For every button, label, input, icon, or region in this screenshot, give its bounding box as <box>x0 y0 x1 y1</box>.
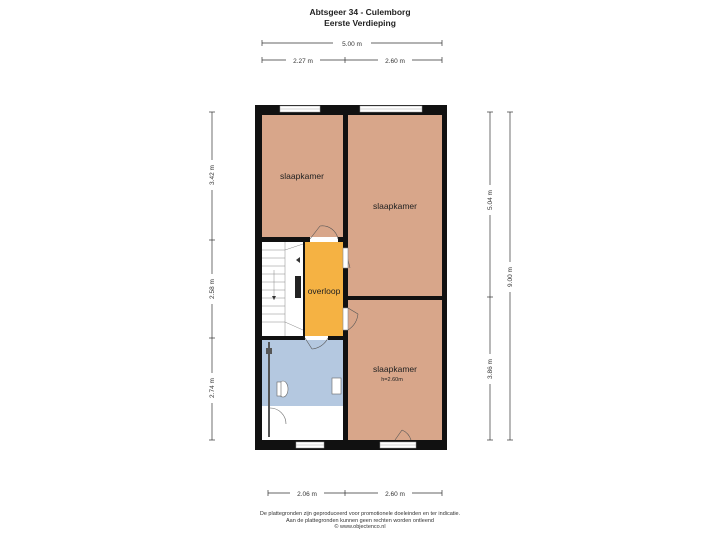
room-landing <box>305 242 343 336</box>
room-bedroom-3 <box>348 300 442 440</box>
bathroom-fixtures <box>269 377 342 425</box>
room-bedroom-1 <box>262 115 343 237</box>
label-bedroom-1: slaapkamer <box>280 171 324 181</box>
doors <box>304 225 412 441</box>
label-bedroom-2: slaapkamer <box>373 201 417 211</box>
room-bedroom-2 <box>348 115 442 296</box>
plan-address-title: Abtsgeer 34 - Culemborg <box>309 7 411 17</box>
dim-bottom-left: 2.06 m <box>297 491 317 498</box>
dim-left-top: 3.42 m <box>209 165 216 185</box>
landing-arrow <box>296 257 300 263</box>
stair-handrail <box>295 276 301 298</box>
dim-top-right: 2.60 m <box>385 58 405 65</box>
dim-right-bottom: 3.86 m <box>487 359 494 379</box>
dim-right-top: 5.04 m <box>487 190 494 210</box>
shower-screen <box>269 407 287 425</box>
label-bedroom-3: slaapkamer <box>373 364 417 374</box>
dim-top-total: 5.00 m <box>342 41 362 48</box>
dim-right-total: 9.00 m <box>507 267 514 287</box>
label-bedroom-3-height: h=2.60m <box>381 377 403 383</box>
dim-top-left: 2.27 m <box>293 58 313 65</box>
label-landing: overloop <box>308 286 341 296</box>
staircase <box>262 242 304 336</box>
room-bathroom <box>262 340 343 406</box>
plan-floor-title: Eerste Verdieping <box>324 18 396 28</box>
stair-direction-arrow <box>272 296 276 300</box>
bathroom-lower <box>262 406 343 440</box>
footer-copyright: © www.objectenco.nl <box>334 524 386 530</box>
footer-disclaimer-2: Aan de plattegronden kunnen geen rechten… <box>285 517 434 524</box>
dim-bottom-right: 2.60 m <box>385 491 405 498</box>
dim-left-bottom: 2.74 m <box>209 378 216 398</box>
dim-left-mid: 2.58 m <box>209 279 216 299</box>
bathroom-wall-line <box>268 342 270 437</box>
footer-disclaimer-1: De plattegronden zijn geproduceerd voor … <box>259 511 461 517</box>
walls <box>255 105 447 450</box>
sink <box>331 377 342 395</box>
